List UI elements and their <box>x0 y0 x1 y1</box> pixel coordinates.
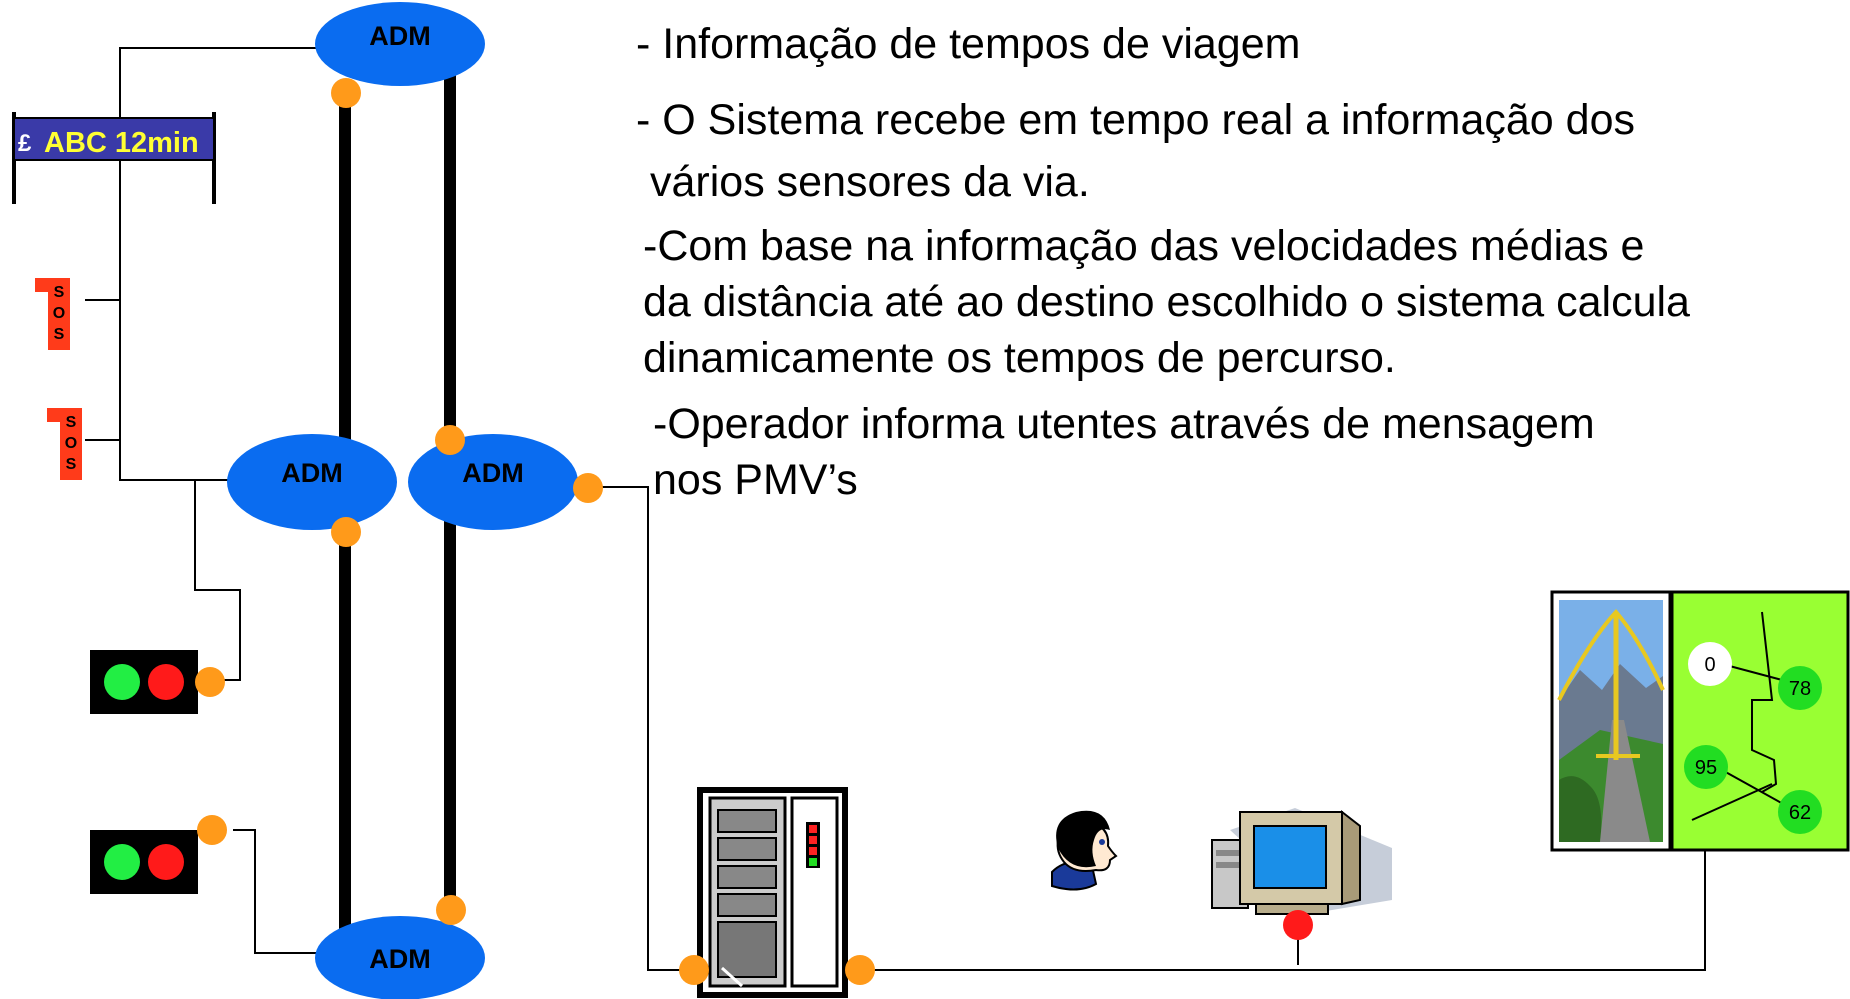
map-node: 78 <box>1778 666 1822 710</box>
adm-node-bottom: ADM <box>315 916 485 999</box>
sos-letter: S <box>66 414 77 431</box>
connector-dot <box>197 815 227 845</box>
adm-label: ADM <box>369 944 431 974</box>
connector-dot <box>436 895 466 925</box>
connector-dot <box>331 78 361 108</box>
vms-sign: £ ABC 12min <box>12 112 216 204</box>
connector-dot <box>679 955 709 985</box>
sos-letter: S <box>66 456 77 473</box>
adm-node-mid-left: ADM <box>227 434 397 530</box>
sos-letter: O <box>53 305 65 322</box>
sos-letter: S <box>54 326 65 343</box>
traffic-light-icon <box>90 830 198 894</box>
map-node-label: 78 <box>1789 678 1811 700</box>
connector-dot <box>845 955 875 985</box>
sos-box-icon: S O S <box>35 278 70 350</box>
map-node-label: 95 <box>1695 757 1717 779</box>
connector-points <box>195 78 875 985</box>
bridge-image-icon <box>1550 590 1672 852</box>
sos-letter: S <box>54 284 65 301</box>
adm-label: ADM <box>281 458 343 488</box>
connector-dot <box>331 517 361 547</box>
server-icon <box>697 787 848 998</box>
map-panel: 0 78 95 62 <box>1670 590 1850 852</box>
map-node: 95 <box>1684 745 1728 789</box>
workstation-connector-dot <box>1283 910 1313 940</box>
operator-icon <box>1051 810 1118 891</box>
connector-dot <box>435 425 465 455</box>
network-lines <box>85 47 1706 971</box>
adm-node-top: ADM <box>315 2 485 86</box>
adm-label: ADM <box>369 21 431 51</box>
sos-letter: O <box>65 435 77 452</box>
traffic-light-icon <box>90 650 198 714</box>
adm-node-mid-right: ADM <box>408 434 578 530</box>
map-node: 0 <box>1688 642 1732 686</box>
map-node-label: 0 <box>1704 654 1715 676</box>
adm-label: ADM <box>462 458 524 488</box>
map-node: 62 <box>1778 790 1822 834</box>
vms-message: ABC 12min <box>44 127 199 159</box>
connector-dot <box>573 473 603 503</box>
workstation-icon <box>1211 808 1392 915</box>
connector-dot <box>195 667 225 697</box>
sos-box-icon: S O S <box>47 408 82 480</box>
vms-symbol: £ <box>18 130 32 157</box>
map-node-label: 62 <box>1789 802 1811 824</box>
